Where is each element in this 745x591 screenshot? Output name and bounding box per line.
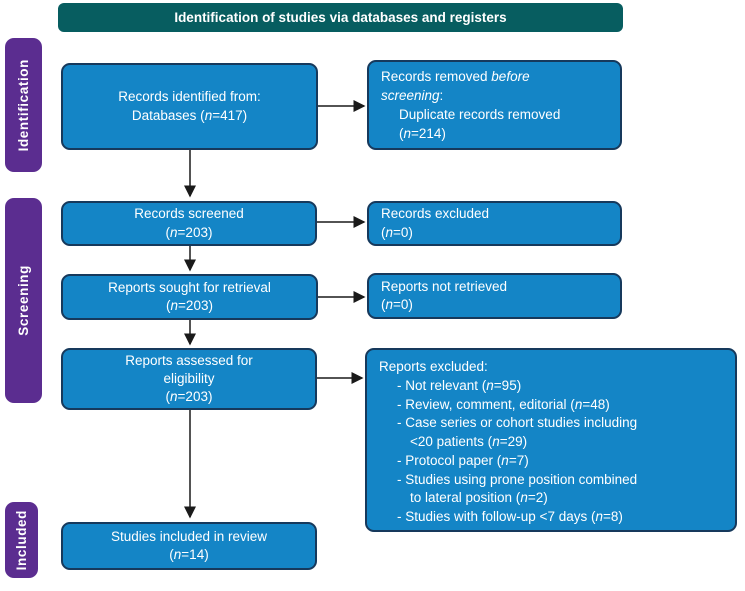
stage-label-screening: Screening — [5, 198, 42, 403]
stage-label-identification-text: Identification — [16, 58, 31, 152]
banner-identification-of-studies: Identification of studies via databases … — [58, 3, 623, 32]
box-reports-not-retrieved: Reports not retrieved(n=0) — [367, 273, 622, 319]
box-records-screened: Records screened(n=203) — [61, 201, 317, 246]
box-studies-included-in-review: Studies included in review(n=14) — [61, 522, 317, 570]
banner-title: Identification of studies via databases … — [174, 10, 507, 25]
box-records-identified: Records identified from:Databases (n=417… — [61, 63, 318, 150]
stage-label-included-text: Included — [14, 509, 29, 571]
box-records-excluded: Records excluded(n=0) — [367, 201, 622, 246]
stage-label-screening-text: Screening — [16, 265, 31, 336]
box-reports-excluded-reasons: Reports excluded:- Not relevant (n=95)- … — [365, 348, 737, 532]
stage-label-identification: Identification — [5, 38, 42, 172]
stage-label-included: Included — [5, 502, 38, 578]
box-reports-sought-for-retrieval: Reports sought for retrieval(n=203) — [61, 274, 318, 320]
